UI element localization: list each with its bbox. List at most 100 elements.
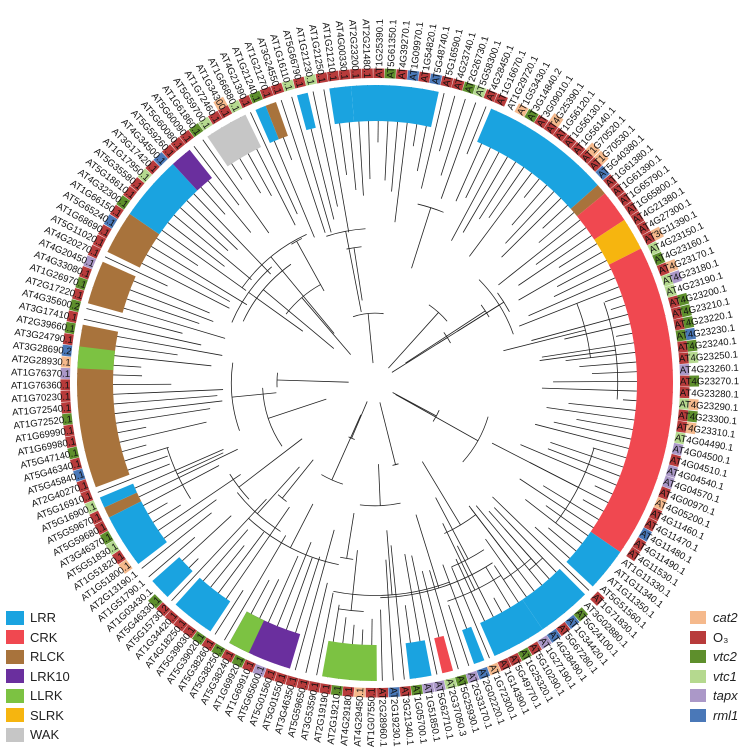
tip-branch (380, 609, 383, 681)
marker-box-vtc2 (75, 276, 88, 291)
tip-label-group: AT4G39270.1 (395, 20, 413, 80)
clade-block-crk (434, 635, 454, 674)
marker-box-o3 (483, 89, 498, 103)
tip-label-group: AT2G21480.1 (360, 19, 373, 78)
internal-branch (432, 410, 440, 422)
tip-label: AT1G72540.1 (12, 403, 72, 419)
tip-label: AT5G61350.1 (385, 19, 399, 79)
clade-block-llrk (229, 611, 265, 653)
marker-box-o3 (179, 129, 195, 145)
marker-box-o3 (63, 424, 75, 437)
internal-branch (405, 310, 486, 364)
tip-label: AT2G21480.1 (360, 19, 372, 78)
marker-box-vtc2 (67, 446, 80, 460)
tip-label-group: AT5G61350.1 (384, 19, 399, 79)
marker-box-vtc2 (62, 413, 73, 426)
tip-label-group: AT2G28930.1 (11, 354, 72, 369)
marker-box-o3 (201, 637, 216, 652)
marker-box-o3 (579, 149, 594, 164)
clade-block-rlck (265, 101, 288, 140)
legend-item-o3: O₃ (690, 628, 738, 648)
internal-branch (451, 549, 485, 568)
marker-box-vtc1 (674, 431, 686, 445)
legend-item-rml1: rml1 (690, 706, 738, 726)
marker-box-o3 (642, 231, 656, 246)
legend-item-lrk10: LRK10 (6, 667, 70, 687)
marker-box-vtc2 (682, 316, 695, 329)
tip-labels: AT1G16670.1AT1G29720.1AT1G53430.1AT3G148… (11, 19, 739, 747)
marker-box-o3 (342, 686, 355, 697)
marker-box-tapx (60, 367, 71, 380)
tip-branch (202, 139, 270, 234)
clade-block-lrr (477, 108, 598, 209)
marker-box-o3 (399, 685, 412, 697)
marker-box-vtc2 (652, 251, 666, 266)
tip-label-group: AT2G28960.1 (376, 687, 389, 747)
internal-branch (367, 313, 374, 364)
marker-box-vtc2 (462, 81, 476, 95)
legend-label: vtc2 (713, 649, 737, 665)
tip-branch (280, 100, 326, 233)
marker-box-o3 (679, 375, 690, 387)
tip-branch (305, 582, 328, 673)
legend-label: RLCK (30, 649, 65, 665)
internal-branch (290, 503, 314, 548)
tip-branch (86, 308, 183, 334)
marker-box-o3 (494, 93, 508, 107)
marker-box-o3 (292, 76, 306, 89)
internal-branch (411, 207, 432, 269)
marker-box-o3 (590, 591, 605, 606)
marker-box-o3 (173, 617, 189, 632)
tip-label: AT1G76360.1 (11, 380, 70, 391)
marker-box-tapx (537, 635, 552, 650)
marker-box-vtc2 (191, 630, 207, 646)
marker-box-o3 (145, 160, 160, 175)
legend-item-vtc2: vtc2 (690, 647, 738, 667)
marker-box-vtc2 (249, 90, 263, 104)
marker-box-cat2 (213, 96, 228, 111)
subfamily-clade-blocks (76, 85, 674, 681)
internal-branch (276, 372, 278, 388)
legend-label: LLRK (30, 688, 63, 704)
internal-branch (268, 398, 327, 419)
marker-box-tapx (465, 670, 480, 684)
tip-label: AT4G23290.1 (679, 399, 739, 414)
marker-box-rml1 (103, 214, 118, 229)
legend-swatch (690, 611, 706, 625)
internal-branch (488, 510, 537, 565)
marker-box-o3 (361, 68, 373, 79)
marker-box-o3 (670, 306, 683, 320)
marker-box-cat2 (60, 356, 72, 368)
marker-box-o3 (156, 602, 171, 617)
marker-box-o3 (130, 177, 145, 192)
legend-item-wak: WAK (6, 725, 70, 745)
internal-branch (177, 452, 224, 475)
tip-label: AT4G29450.1 (352, 687, 366, 747)
marker-box-vtc2 (680, 304, 692, 318)
legend-label: WAK (30, 727, 60, 743)
marker-box-o3 (89, 510, 103, 525)
internal-branch (470, 508, 518, 570)
marker-box-vtc2 (384, 68, 396, 79)
internal-branch (346, 513, 355, 559)
marker-box-o3 (648, 507, 663, 522)
internal-branch (442, 523, 476, 591)
marker-box-o3 (624, 201, 639, 216)
internal-branch (503, 329, 586, 352)
clade-block-lrr (129, 164, 198, 235)
tip-branch (323, 89, 350, 233)
marker-box-o3 (679, 386, 690, 399)
tip-branch (316, 592, 334, 676)
marker-box-o3 (87, 244, 102, 259)
marker-box-o3 (610, 183, 625, 198)
clade-block-lrk10 (172, 149, 213, 191)
tip-label-group: AT1G72540.1 (12, 401, 72, 419)
marker-box-o3 (570, 141, 586, 157)
marker-box-o3 (238, 94, 253, 109)
clade-block-lrr (175, 577, 231, 632)
marker-box-o3 (658, 486, 671, 500)
marker-box-cat2 (514, 103, 529, 117)
marker-box-o3 (315, 72, 329, 84)
marker-box-rml1 (61, 344, 73, 357)
